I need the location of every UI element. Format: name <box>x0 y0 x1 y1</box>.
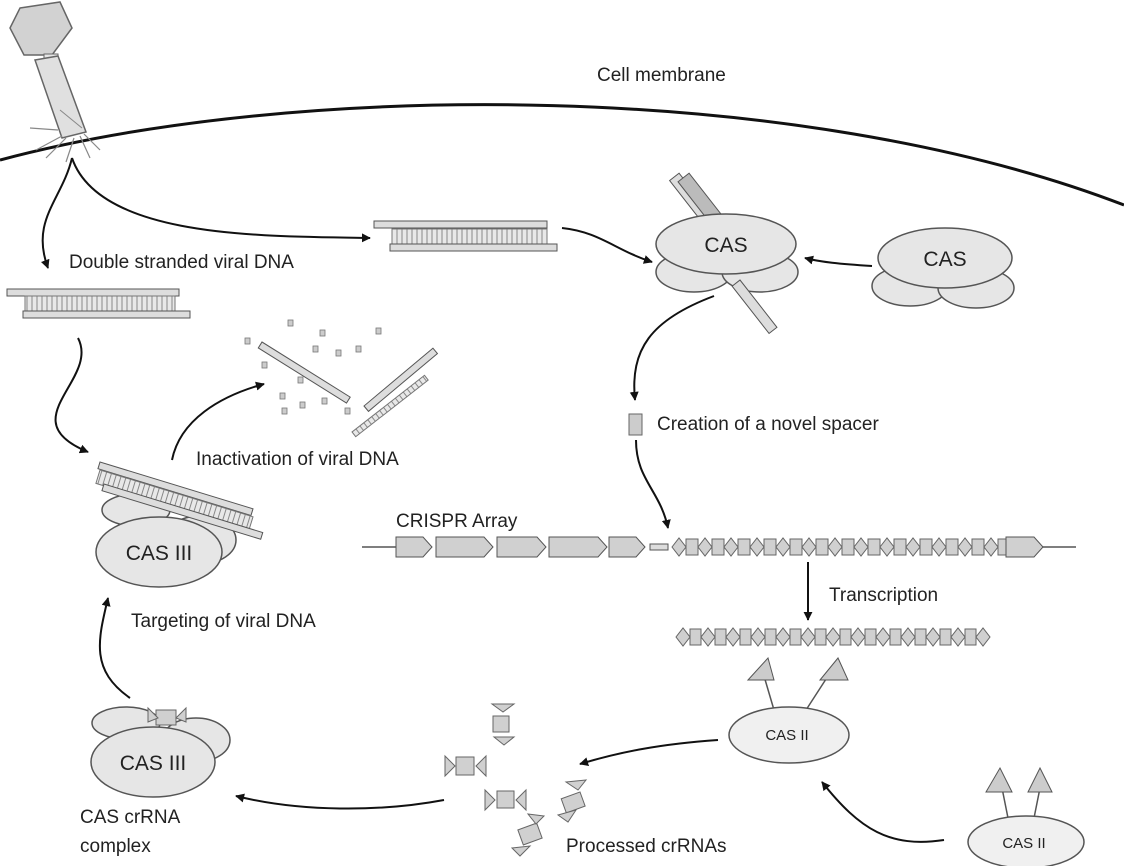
arrow-phage-to-dna-top <box>71 157 371 243</box>
crispr-array-repeat <box>853 537 869 557</box>
transcript-spacer <box>839 628 852 646</box>
arrow-complex-to-targeting <box>98 597 131 699</box>
arrow-cas-free-to-cas <box>804 255 873 267</box>
transcript-spacer <box>689 628 702 646</box>
double-stranded-dna-label: Double stranded viral DNA <box>69 252 294 273</box>
cas-free: CAS <box>871 227 1015 309</box>
process-arrows <box>40 157 945 843</box>
arrow-phage-to-dna-left <box>40 157 73 269</box>
transcript-repeat <box>800 627 816 647</box>
viral-dna-top <box>373 220 558 252</box>
processed-crrnas <box>444 703 588 857</box>
transcript-repeat <box>975 627 991 647</box>
cas-ii-top-label: CAS II <box>765 727 808 744</box>
cell-membrane-line <box>0 103 1124 207</box>
crispr-array-spacer <box>893 538 907 556</box>
transcript-spacer <box>864 628 877 646</box>
arrow-cas-ii-to-crrnas <box>579 739 719 766</box>
transcript-repeat <box>900 627 916 647</box>
arrow-targeting-to-inactivation <box>171 381 265 461</box>
crispr-array-repeat <box>775 537 791 557</box>
crispr-array-spacer <box>711 538 725 556</box>
novel-spacer-label: Creation of a novel spacer <box>657 414 879 435</box>
crispr-array-repeat <box>879 537 895 557</box>
cas-iii-targeting-complex: CAS III <box>95 461 264 588</box>
transcript-spacer <box>814 628 827 646</box>
transcript-spacer <box>739 628 752 646</box>
crispr-array-spacer <box>763 538 777 556</box>
transcript-spacer <box>964 628 977 646</box>
processed-crrnas-label: Processed crRNAs <box>566 836 727 857</box>
transcript-repeat <box>825 627 841 647</box>
crispr-array-repeat <box>801 537 817 557</box>
transcript-repeat <box>700 627 716 647</box>
transcript-repeat <box>675 627 691 647</box>
crispr-array-repeat <box>723 537 739 557</box>
transcript-spacer <box>889 628 902 646</box>
crispr-array-repeat <box>983 537 999 557</box>
crispr-array-spacer <box>919 538 933 556</box>
arrow-dna-to-cas <box>561 227 653 264</box>
arrow-spacer-to-array <box>635 439 671 529</box>
transcript-repeat <box>850 627 866 647</box>
transcription-label: Transcription <box>829 585 938 606</box>
transcript-repeat <box>925 627 941 647</box>
crispr-array-repeat <box>957 537 973 557</box>
transcript-spacer <box>714 628 727 646</box>
transcript-rna <box>675 627 991 647</box>
cas-iii-crrna-complex: CAS III <box>90 706 231 798</box>
transcript-repeat <box>875 627 891 647</box>
crispr-array-spacer <box>737 538 751 556</box>
transcript-spacer <box>939 628 952 646</box>
crispr-array-label: CRISPR Array <box>396 511 518 532</box>
transcript-repeat <box>725 627 741 647</box>
transcript-repeat <box>950 627 966 647</box>
crispr-array-repeat <box>697 537 713 557</box>
cas-free-label: CAS <box>923 248 966 271</box>
crispr-array-spacer <box>867 538 881 556</box>
transcript-spacer <box>914 628 927 646</box>
arrow-dna-left-to-targeting <box>54 337 89 454</box>
targeting-label: Targeting of viral DNA <box>131 611 316 632</box>
transcript-repeat <box>775 627 791 647</box>
novel-spacer <box>628 413 643 436</box>
arrow-cas-ii-bottom-to-top <box>821 781 945 843</box>
crispr-array-spacer <box>841 538 855 556</box>
cas-crrna-complex-label-line1: CAS crRNA <box>80 807 181 828</box>
cas-crrna-complex-label-line2: complex <box>80 836 151 857</box>
viral-dna-left <box>6 288 191 319</box>
transcript-repeat <box>750 627 766 647</box>
transcript-spacer <box>764 628 777 646</box>
crispr-array <box>362 536 1076 558</box>
arrow-cas-to-spacer <box>629 295 715 401</box>
crispr-array-repeat <box>905 537 921 557</box>
cas-iii-complex-label: CAS III <box>120 752 187 775</box>
crispr-array-spacer <box>685 538 699 556</box>
crispr-array-repeat <box>931 537 947 557</box>
cas-dna-complex: CAS <box>655 172 799 335</box>
cas-ii-bottom: CAS II <box>967 766 1085 866</box>
bacteriophage-icon <box>9 1 101 163</box>
crispr-array-spacer <box>971 538 985 556</box>
inactivation-label: Inactivation of viral DNA <box>196 449 399 470</box>
crispr-array-repeat <box>749 537 765 557</box>
transcript-spacer <box>789 628 802 646</box>
arrow-crrnas-to-complex <box>235 793 445 810</box>
crispr-array-spacer <box>815 538 829 556</box>
crispr-array-repeat <box>671 537 687 557</box>
crispr-array-spacer <box>945 538 959 556</box>
degraded-dna-fragments <box>244 319 439 438</box>
cell-membrane-label: Cell membrane <box>597 65 726 86</box>
cas-ii-bottom-label: CAS II <box>1002 835 1045 852</box>
cas-ii-top: CAS II <box>728 656 850 764</box>
cas-iii-targeting-label: CAS III <box>126 542 193 565</box>
cas-bound-label: CAS <box>704 234 747 257</box>
crispr-array-repeat <box>827 537 843 557</box>
crispr-array-spacer <box>789 538 803 556</box>
